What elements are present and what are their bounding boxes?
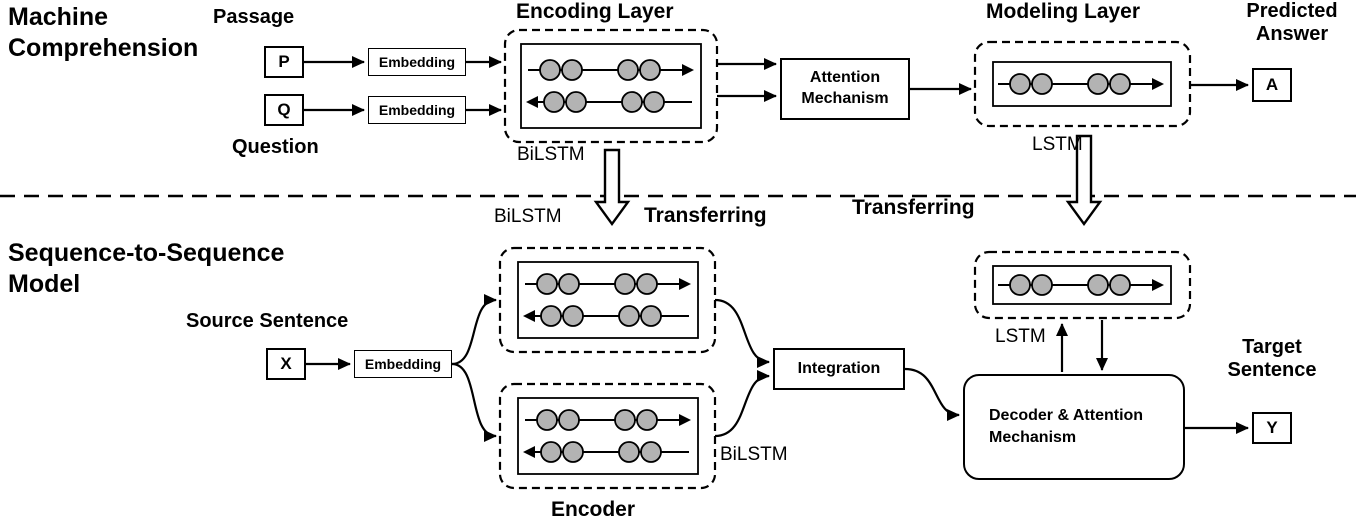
encoder-top-container	[498, 246, 717, 354]
transfer-arrow-left	[593, 148, 631, 227]
decoder-lstm-label: LSTM	[995, 326, 1046, 347]
encoder-bottom-container	[498, 382, 717, 490]
curve-integration-to-decoder	[904, 367, 960, 421]
modeling-lstm-label: LSTM	[1032, 134, 1083, 155]
passage-node: P	[264, 46, 304, 78]
embedding-source-box: Embedding	[354, 350, 452, 378]
encoding-layer-title: Encoding Layer	[516, 0, 674, 23]
question-label: Question	[232, 136, 319, 158]
target-sentence-label: Target Sentence	[1227, 336, 1317, 381]
curve-embedding-to-encoder-bottom	[451, 362, 497, 442]
decoder-attention-box: Decoder & Attention Mechanism	[963, 374, 1185, 480]
source-sentence-label: Source Sentence	[186, 310, 349, 332]
encoder-bottom-bilstm-label: BiLSTM	[720, 444, 788, 465]
encoding-layer-container	[503, 28, 719, 144]
curve-encoder-top-to-integration	[714, 298, 770, 368]
integration-box: Integration	[773, 348, 905, 390]
transferring-left-label: Transferring	[644, 204, 767, 227]
seq2seq-title: Sequence-to-Sequence Model	[8, 239, 285, 298]
answer-node: A	[1252, 68, 1292, 102]
encoder-top-bilstm-label: BiLSTM	[494, 206, 562, 227]
target-node: Y	[1252, 412, 1292, 444]
question-node: Q	[264, 94, 304, 126]
decoder-lstm-container	[973, 250, 1192, 320]
passage-label: Passage	[213, 6, 295, 28]
encoder-label: Encoder	[551, 498, 636, 521]
embedding-passage-box: Embedding	[368, 48, 466, 76]
source-node: X	[266, 348, 306, 380]
encoding-bilstm-label: BiLSTM	[517, 144, 585, 165]
embedding-question-box: Embedding	[368, 96, 466, 124]
modeling-layer-title: Modeling Layer	[986, 0, 1141, 23]
attention-mechanism-box: Attention Mechanism	[780, 58, 910, 120]
transfer-arrow-right	[1065, 134, 1103, 227]
curve-embedding-to-encoder-top	[451, 294, 497, 366]
curve-encoder-bottom-to-integration	[714, 370, 770, 438]
predicted-answer-label: Predicted Answer	[1246, 0, 1338, 45]
transferring-right-label: Transferring	[852, 196, 975, 219]
machine-comprehension-title: Machine Comprehension	[8, 3, 199, 62]
encoding-bilstm-box	[520, 43, 702, 129]
